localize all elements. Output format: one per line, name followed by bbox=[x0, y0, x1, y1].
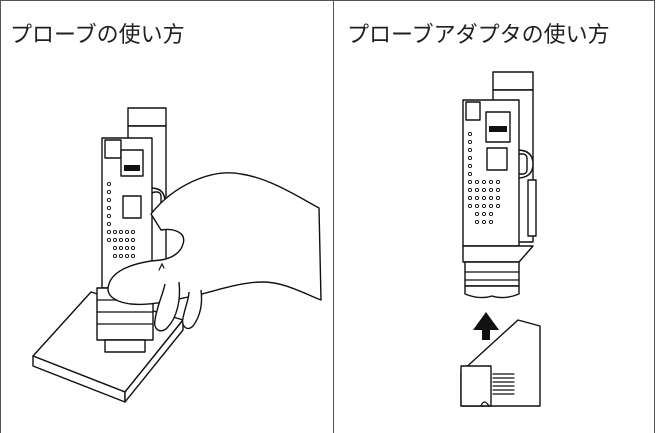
panel-title-probe-usage: プローブの使い方 bbox=[10, 23, 185, 48]
arrow-up-icon bbox=[473, 312, 499, 340]
adapter-label-lines bbox=[492, 373, 515, 395]
panel-adapter-usage: プローブアダプタの使い方 bbox=[334, 0, 654, 433]
panel-title-adapter-usage: プローブアダプタの使い方 bbox=[347, 23, 610, 48]
panel-probe-usage: プローブの使い方 bbox=[1, 0, 333, 433]
hand-holding-probe-illustration bbox=[32, 107, 322, 403]
vent-dots bbox=[106, 181, 136, 259]
panel-divider bbox=[333, 0, 334, 433]
probe-adapter-illustration bbox=[460, 71, 541, 407]
vent-dots bbox=[467, 131, 501, 225]
